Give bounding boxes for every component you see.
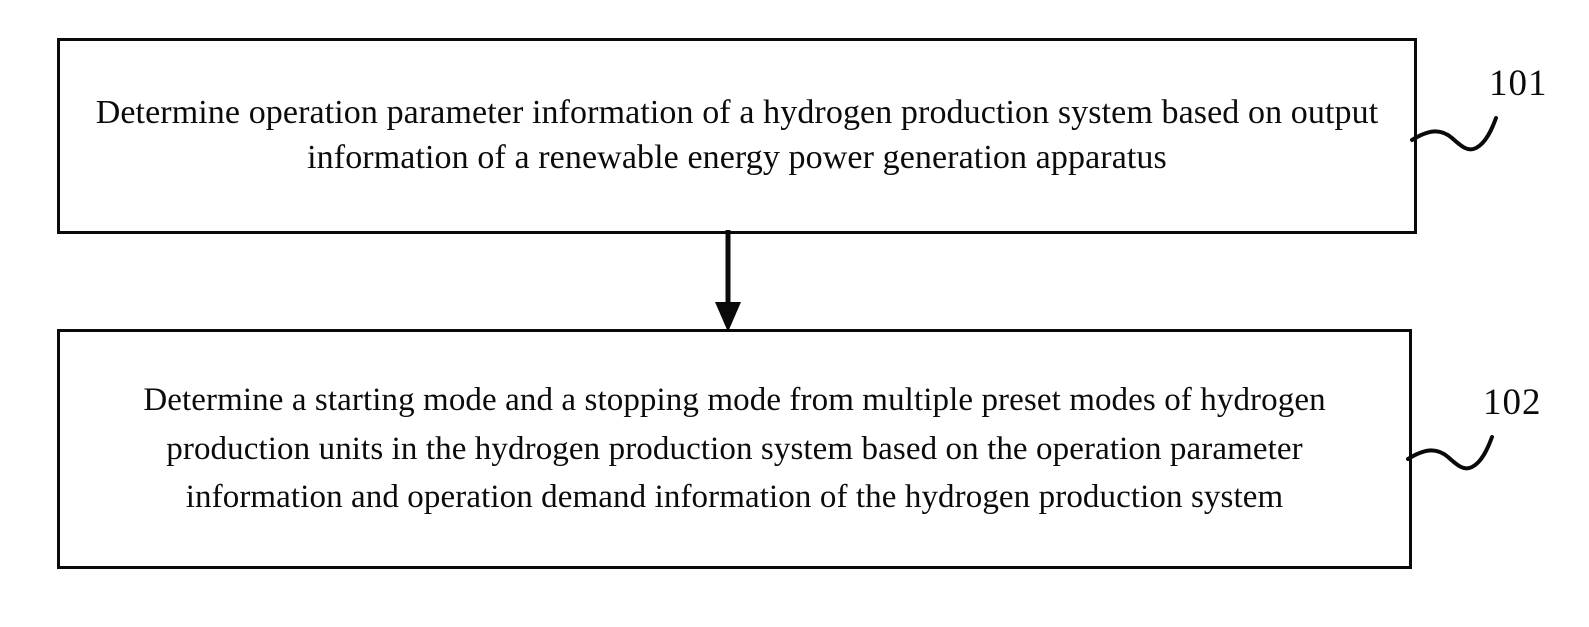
reference-leader-102	[1406, 435, 1494, 471]
connector-arrow-101-to-102	[715, 230, 741, 332]
step-102-text: Determine a starting mode and a stopping…	[143, 382, 1326, 516]
step-101-text: Determine operation parameter informatio…	[95, 94, 1379, 176]
flowchart-step-101: Determine operation parameter informatio…	[57, 38, 1417, 234]
reference-numeral-101: 101	[1489, 63, 1548, 104]
flowchart-step-102: Determine a starting mode and a stopping…	[57, 329, 1412, 569]
reference-numeral-102: 102	[1483, 382, 1542, 423]
reference-leader-101	[1410, 116, 1498, 152]
